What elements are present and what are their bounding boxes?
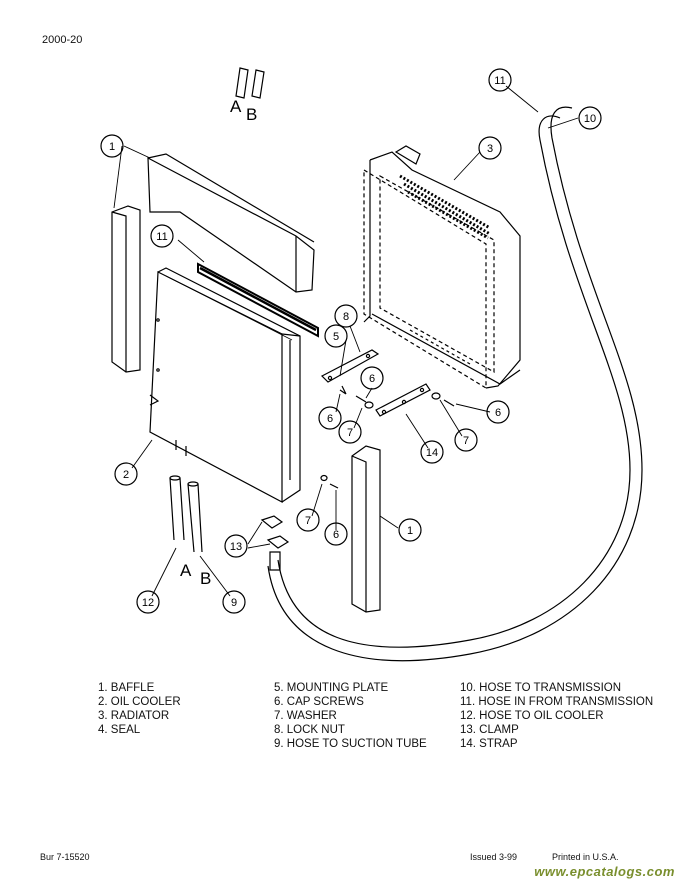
callout-label: 6 [495, 407, 501, 419]
callout-label: 7 [347, 427, 353, 439]
callout-label: 9 [231, 597, 237, 609]
legend-item: 5. MOUNTING PLATE [274, 682, 389, 694]
callout-label: 6 [369, 373, 375, 385]
callout-label: 12 [142, 597, 154, 609]
legend-item: 8. LOCK NUT [274, 724, 345, 736]
legend-item: 7. WASHER [274, 710, 337, 722]
hose-letter-bottom-b: B [200, 569, 211, 588]
callout-label: 11 [494, 75, 505, 87]
seal [197, 262, 319, 338]
callout-label: 3 [487, 143, 493, 155]
legend-item: 13. CLAMP [460, 724, 519, 736]
callout-label: 5 [333, 331, 339, 343]
callout-label: 1 [407, 525, 413, 537]
callout-label: 6 [327, 413, 333, 425]
callout-label: 8 [343, 311, 349, 323]
watermark-text: www.epcatalogs.com [534, 864, 675, 879]
hose-oil-cooler [169, 475, 185, 541]
footer-printed-location: Printed in U.S.A. [552, 852, 619, 862]
mounting-plate [320, 349, 380, 383]
legend-item: 6. CAP SCREWS [274, 696, 364, 708]
legend-item: 10. HOSE TO TRANSMISSION [460, 682, 622, 694]
legend-item: 12. HOSE TO OIL COOLER [460, 710, 604, 722]
callout-label: 7 [463, 435, 469, 447]
callout-label: 6 [333, 529, 339, 541]
legend-item: 14. STRAP [460, 738, 518, 750]
callout-label: 2 [123, 469, 129, 481]
hose-long [267, 106, 643, 662]
hose-letter-top-a: A [230, 97, 242, 116]
hose-letters: A B A B [180, 97, 257, 588]
legend-item: 4. SEAL [98, 724, 141, 736]
callout-label: 1 [109, 141, 115, 153]
callout-label: 7 [305, 515, 311, 527]
legend-item: 11. HOSE IN FROM TRANSMISSION [460, 696, 654, 708]
callout-circles [100, 68, 602, 614]
callout-label: 11 [156, 231, 167, 243]
legend-item: 9. HOSE TO SUCTION TUBE [274, 738, 427, 750]
hose-letter-bottom-a: A [180, 561, 192, 580]
footer-issued-date: Issued 3-99 [470, 852, 518, 862]
strap [375, 383, 431, 417]
page-number: 2000-20 [42, 34, 83, 46]
legend-item: 1. BAFFLE [98, 682, 155, 694]
hose-letter-top-b: B [246, 105, 257, 124]
hardware [320, 385, 455, 489]
callout-label: 13 [230, 541, 242, 553]
legend-item: 3. RADIATOR [98, 710, 170, 722]
radiator [363, 145, 521, 390]
legend-item: 2. OIL COOLER [98, 696, 181, 708]
baffle-left [111, 205, 141, 373]
clamps [260, 515, 290, 571]
callout-numbers: 1 11 3 8 5 6 6 7 6 7 14 2 7 6 1 13 12 9 … [109, 75, 596, 609]
baffle-top [147, 153, 315, 293]
footer-document-number: Bur 7-15520 [40, 852, 90, 862]
hose-pieces-top [235, 67, 265, 99]
callout-label: 10 [584, 113, 596, 125]
oil-cooler [149, 267, 301, 503]
hose-suction [187, 481, 203, 553]
callout-label: 14 [426, 447, 438, 459]
baffle-right [351, 445, 381, 613]
